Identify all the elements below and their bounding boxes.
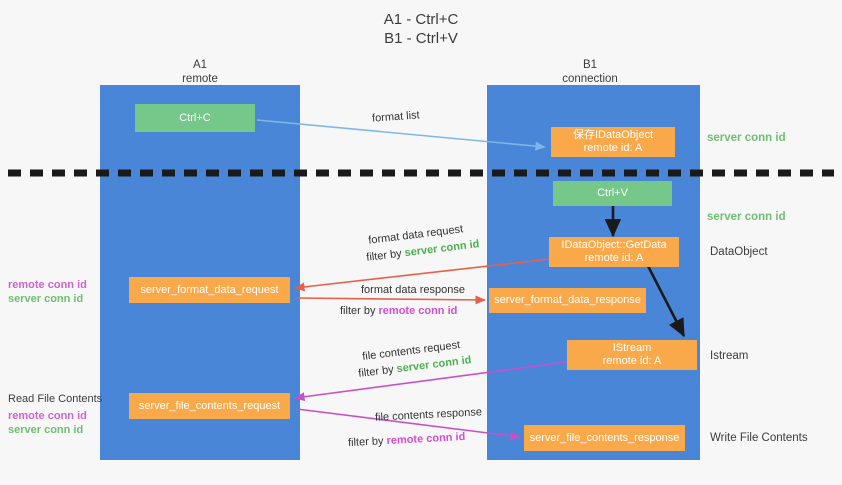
filter-value-remote-conn-id: remote conn id [378, 305, 458, 317]
node-getdata[interactable]: IDataObject::GetData remote id: A [549, 237, 679, 267]
node-getdata-line1: IDataObject::GetData [561, 239, 667, 251]
title-line-1: A1 - Ctrl+C [383, 11, 459, 28]
edge-label-format-list: format list [371, 109, 421, 125]
right-label-server-conn-id-mid: server conn id [707, 211, 786, 223]
filter-value-remote-conn-id: remote conn id [386, 430, 466, 448]
node-server-format-data-response-label: server_format_data_response [494, 294, 641, 306]
node-istream-line2: remote id: A [602, 355, 662, 367]
node-server-file-contents-request[interactable]: server_file_contents_request [129, 393, 290, 419]
left-label-remote-conn-id: remote conn id [8, 279, 87, 291]
node-ctrl-c-label: Ctrl+C [179, 111, 211, 124]
node-ctrl-v-label: Ctrl+V [597, 187, 628, 199]
filter-prefix: filter by [347, 435, 387, 450]
column-a1-sub: remote [182, 73, 218, 85]
column-header-a1: A1 remote [110, 58, 290, 86]
node-save-idataobject-line1: 保存IDataObject [572, 129, 654, 141]
node-server-file-contents-response[interactable]: server_file_contents_response [524, 425, 685, 451]
arrow-format-data-response [296, 295, 486, 305]
node-istream[interactable]: IStream remote id: A [567, 340, 697, 370]
edge-label-format-data-response-filter: filter by remote conn id [340, 305, 457, 317]
column-a1-name: A1 [192, 59, 208, 71]
node-server-format-data-response[interactable]: server_format_data_response [489, 288, 646, 313]
edge-label-file-contents-response: file contents response [374, 406, 483, 424]
column-b1-name: B1 [582, 59, 598, 71]
diagram-title: A1 - Ctrl+C B1 - Ctrl+V [0, 10, 842, 48]
left-label-server-conn-id: server conn id [8, 424, 84, 436]
node-server-file-contents-request-label: server_file_contents_request [138, 399, 281, 412]
node-server-format-data-request-label: server_format_data_request [140, 283, 279, 296]
node-save-idataobject[interactable]: 保存IDataObject remote id: A [551, 127, 675, 157]
right-label-server-conn-id-top: server conn id [707, 132, 786, 144]
filter-prefix: filter by [365, 247, 406, 264]
node-istream-line1: IStream [612, 342, 652, 354]
edge-label-format-data-response: format data response [361, 284, 465, 296]
title-line-2: B1 - Ctrl+V [384, 30, 458, 47]
node-ctrl-v[interactable]: Ctrl+V [553, 181, 672, 206]
right-label-dataobject: DataObject [710, 246, 768, 258]
left-label-read-file-contents-group: Read File Contents remote conn id server… [8, 392, 102, 437]
filter-value-server-conn-id: server conn id [403, 238, 481, 260]
node-server-file-contents-response-label: server_file_contents_response [529, 431, 680, 444]
right-label-istream: Istream [710, 350, 749, 362]
left-label-conn-ids-mid: remote conn id server conn id [8, 278, 87, 306]
node-save-idataobject-line2: remote id: A [583, 142, 643, 154]
edge-label-file-contents-response-filter: filter by remote conn id [348, 431, 466, 449]
filter-prefix: filter by [340, 305, 379, 317]
right-label-write-file-contents: Write File Contents [710, 432, 808, 444]
left-label-remote-conn-id: remote conn id [8, 410, 87, 422]
node-server-format-data-request[interactable]: server_format_data_request [129, 277, 290, 303]
filter-prefix: filter by [357, 363, 398, 380]
column-header-b1: B1 connection [500, 58, 680, 86]
left-label-read-file-contents: Read File Contents [8, 393, 103, 405]
left-label-server-conn-id: server conn id [8, 293, 84, 305]
node-getdata-line2: remote id: A [584, 252, 644, 264]
node-ctrl-c[interactable]: Ctrl+C [135, 104, 255, 132]
column-b1-sub: connection [562, 73, 618, 85]
